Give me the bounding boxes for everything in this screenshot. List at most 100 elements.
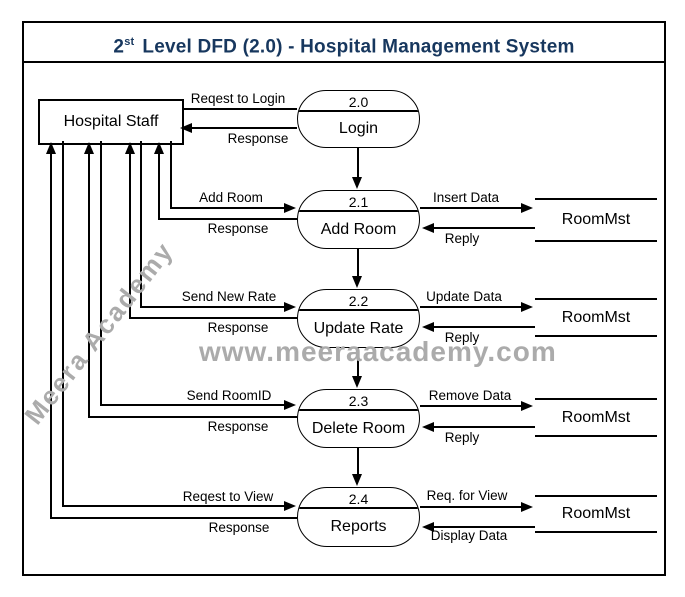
arrowhead-delete-room-request: [284, 400, 296, 410]
flow-line-reply-2: [434, 326, 535, 328]
flow-label-req-for-view: Req. for View: [426, 488, 508, 503]
flow-label-insert-data: Insert Data: [432, 190, 500, 205]
flow-label-login-response: Response: [227, 131, 289, 146]
datastore-roommst-3-label: RoomMst: [561, 408, 631, 426]
arrowhead-reply-2: [422, 322, 434, 332]
process-login-number: 2.0: [348, 94, 369, 110]
flow-label-display-data: Display Data: [430, 528, 508, 543]
datastore-roommst-4-label: RoomMst: [561, 505, 631, 522]
title-superscript: st: [124, 36, 135, 48]
flow-line-add-room-response-h: [158, 218, 297, 220]
flow-line-reply-1: [434, 227, 535, 229]
arrowhead-update-rate-request: [284, 302, 296, 312]
process-update-rate-number: 2.2: [348, 293, 369, 309]
diagram-frame: [22, 21, 666, 576]
flow-line-add-room-to-update-rate: [357, 249, 359, 277]
flow-line-delete-room-response-h: [88, 416, 297, 418]
flow-line-reports-response-v: [50, 153, 52, 518]
arrowhead-update-rate-response: [125, 142, 135, 154]
process-delete-room: 2.3 Delete Room: [297, 389, 420, 448]
process-update-rate-divider: [298, 309, 419, 311]
process-add-room-divider: [298, 210, 419, 212]
datastore-roommst-2-label: RoomMst: [561, 308, 631, 326]
flow-label-reply-3: Reply: [444, 430, 480, 445]
process-delete-room-number: 2.3: [348, 393, 369, 409]
flow-line-add-room-request-h: [170, 207, 285, 209]
flow-line-reply-3: [434, 426, 535, 428]
flow-label-update-data: Update Data: [426, 289, 502, 304]
arrowhead-delete-room-response: [84, 142, 94, 154]
diagram-title: 2st Level DFD (2.0) - Hospital Management…: [24, 26, 664, 58]
process-login: 2.0 Login: [297, 90, 420, 148]
flow-line-update-rate-request-v: [140, 141, 142, 308]
arrowhead-reports-response: [46, 142, 56, 154]
flow-line-login-request: [182, 108, 297, 110]
flow-line-delete-room-to-reports: [357, 448, 359, 475]
flow-label-delete-room-response: Response: [207, 419, 269, 434]
flow-label-reply-1: Reply: [444, 231, 480, 246]
process-reports: 2.4 Reports: [297, 487, 420, 547]
process-login-divider: [298, 110, 419, 112]
datastore-bottom-line: [535, 531, 657, 533]
flow-line-req-for-view: [420, 506, 522, 508]
arrowhead-add-room-to-update-rate: [352, 276, 362, 288]
arrowhead-login-to-add-room: [352, 177, 362, 189]
flow-line-update-rate-response-v: [129, 153, 131, 318]
datastore-top-line: [535, 298, 657, 300]
flow-line-update-rate-to-delete-room: [357, 348, 359, 376]
flow-label-update-rate-response: Response: [207, 320, 269, 335]
arrowhead-display-data: [422, 522, 434, 532]
datastore-top-line: [535, 198, 657, 200]
flow-line-update-rate-request-h: [140, 306, 285, 308]
watermark-website: www.meeraacademy.com: [199, 336, 557, 367]
datastore-top-line: [535, 398, 657, 400]
process-reports-name: Reports: [330, 518, 387, 535]
title-number: 2: [113, 36, 125, 58]
datastore-bottom-line: [535, 435, 657, 437]
flow-line-login-to-add-room: [357, 148, 359, 178]
flow-line-reports-request-h: [62, 505, 285, 507]
datastore-top-line: [535, 495, 657, 497]
flow-line-remove-data: [420, 405, 522, 407]
datastore-roommst-3: RoomMst: [535, 398, 657, 437]
flow-label-login-request: Reqest to Login: [190, 91, 286, 106]
arrowhead-add-room-request: [284, 203, 296, 213]
process-delete-room-divider: [298, 409, 419, 411]
flow-line-reports-response-h: [50, 517, 297, 519]
flow-line-delete-room-request-h: [100, 404, 285, 406]
process-delete-room-name: Delete Room: [311, 419, 406, 437]
entity-hospital-staff-label: Hospital Staff: [63, 113, 159, 130]
flow-line-add-room-response-v: [158, 153, 160, 219]
title-separator-line: [22, 61, 666, 63]
arrowhead-reply-1: [422, 223, 434, 233]
flow-label-add-room-request: Add Room: [199, 190, 263, 205]
entity-hospital-staff: Hospital Staff: [38, 99, 184, 145]
flow-line-display-data: [434, 526, 535, 528]
flow-label-reports-request: Reqest to View: [182, 489, 274, 504]
flow-label-reports-response: Response: [208, 520, 270, 535]
process-reports-divider: [298, 507, 419, 509]
flow-line-insert-data: [420, 207, 522, 209]
flow-line-login-response: [191, 127, 297, 129]
process-add-room: 2.1 Add Room: [297, 190, 420, 249]
arrowhead-reports-request: [284, 501, 296, 511]
flow-line-delete-room-request-v: [100, 141, 102, 406]
arrowhead-remove-data: [521, 401, 533, 411]
arrowhead-insert-data: [521, 203, 533, 213]
datastore-roommst-4: RoomMst: [535, 495, 657, 533]
title-text: Level DFD (2.0) - Hospital Management Sy…: [142, 36, 575, 58]
arrowhead-req-for-view: [521, 502, 533, 512]
flow-label-remove-data: Remove Data: [428, 388, 512, 403]
flow-line-update-rate-response-h: [129, 317, 297, 319]
flow-label-reply-2: Reply: [444, 330, 480, 345]
process-update-rate: 2.2 Update Rate: [297, 289, 420, 348]
arrowhead-delete-room-to-reports: [352, 474, 362, 486]
process-reports-number: 2.4: [348, 491, 369, 507]
datastore-roommst-2: RoomMst: [535, 298, 657, 337]
arrowhead-update-data: [521, 302, 533, 312]
datastore-roommst-1: RoomMst: [535, 198, 657, 242]
process-add-room-number: 2.1: [348, 194, 369, 210]
arrowhead-reply-3: [422, 422, 434, 432]
datastore-bottom-line: [535, 335, 657, 337]
